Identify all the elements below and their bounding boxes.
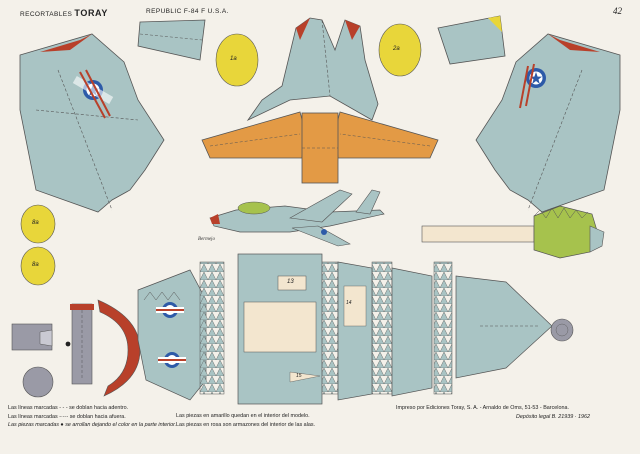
signature: Bermejo (198, 237, 215, 242)
jet-illustration (209, 189, 385, 247)
brand-name: TORAY (74, 8, 108, 18)
fuselage-segment-2 (337, 261, 373, 401)
page-number: 42 (613, 6, 622, 16)
red-curved-strip (97, 299, 141, 397)
grey-disc-right (550, 318, 574, 342)
orange-wing-spar (201, 111, 439, 184)
yellow-oval-1a (215, 33, 259, 87)
teeth-strip-1 (199, 261, 225, 395)
footer-middle: Las piezas en amarillo quedan en el inte… (176, 412, 315, 429)
footer-right: Impreso por Ediciones Toray, S. A. - Arn… (396, 404, 590, 421)
label-15: 15 (296, 373, 302, 379)
printer-line: Impreso por Ediciones Toray, S. A. - Arn… (396, 405, 569, 411)
left-wing-piece (19, 33, 165, 213)
label-1a: 1a (230, 56, 237, 62)
label-8a-top: 8a (32, 220, 39, 226)
footer-middle-line-1: Las piezas en amarillo quedan en el inte… (176, 413, 310, 419)
yellow-oval-8a-bottom (20, 246, 56, 286)
series-prefix: RECORTABLES (20, 11, 73, 18)
yellow-oval-8a-top (20, 204, 56, 244)
footer-left: Las líneas marcadas - - - se doblan haci… (8, 404, 176, 430)
footer-left-line-1: Las líneas marcadas - - - se doblan haci… (8, 405, 129, 411)
label-2a: 2a (393, 46, 400, 52)
label-13: 13 (287, 279, 294, 285)
tail-piece-right (437, 15, 506, 65)
label-14: 14 (346, 300, 352, 306)
tail-piece-left (137, 19, 206, 61)
teeth-strip-3 (371, 261, 393, 395)
grey-disc-left (22, 366, 54, 398)
teeth-strip-4 (433, 261, 453, 395)
footer-left-line-2: Las líneas marcadas -·-·- se doblan haci… (8, 413, 126, 420)
deposit-line: Depósito legal B. 21939 · 1962 (516, 413, 591, 420)
fuselage-segment-3 (391, 267, 433, 397)
footer-middle-line-2: Las piezas en rosa son armazones del int… (176, 421, 316, 428)
header-series: RECORTABLES TORAY (20, 8, 108, 18)
model-name: REPUBLIC F-84 F U.S.A. (146, 8, 229, 15)
yellow-oval-2a (378, 23, 422, 77)
fuselage-center-piece (237, 253, 323, 405)
fuselage-segment-1 (137, 269, 207, 401)
canopy-strip (421, 205, 605, 259)
right-wing-piece (475, 33, 621, 213)
footer-left-line-3: Las piezas marcadas ● se arrollan dejand… (8, 422, 177, 429)
roll-mark-icon (65, 341, 71, 347)
nose-cone-piece (455, 275, 553, 379)
label-8a-bottom: 8a (32, 262, 39, 268)
tail-fin-piece (246, 17, 379, 122)
